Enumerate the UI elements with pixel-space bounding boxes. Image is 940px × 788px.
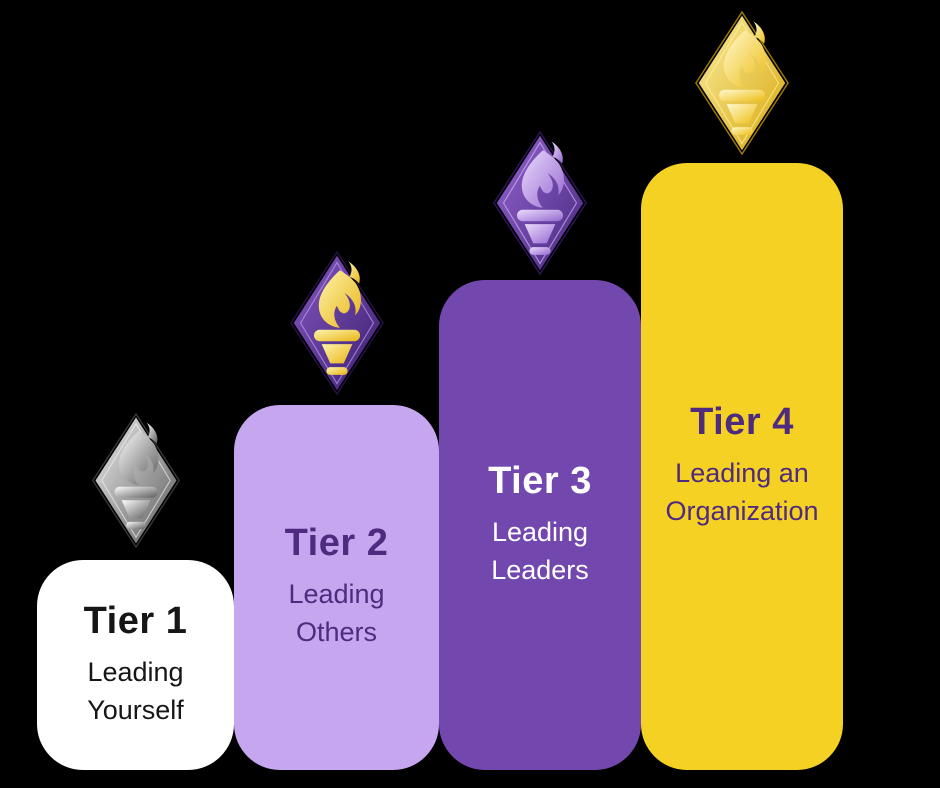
torch-cup: [524, 224, 556, 244]
diamond-shape: [496, 135, 584, 271]
tier-1-group: Tier 1 Leading Yourself: [37, 413, 234, 770]
torch-flame-tongue: [348, 261, 360, 284]
torch-base: [125, 521, 146, 530]
torch-top-bar: [718, 89, 766, 102]
tier-4-group: Tier 4 Leading an Organization: [641, 11, 843, 770]
tier-4-gold-torch-badge-icon: [695, 11, 789, 155]
tier-1-card: Tier 1 Leading Yourself: [37, 560, 234, 770]
tier-2-card: Tier 2 Leading Others: [234, 405, 439, 770]
diamond-outer-outline: [695, 11, 789, 155]
torch-icon: [718, 21, 766, 135]
tier-1-title: Tier 1: [83, 599, 188, 642]
torch-top-bar: [516, 209, 564, 222]
tier-1-subtitle: Leading Yourself: [87, 653, 184, 730]
tier-4-subtitle-line1: Leading an: [675, 458, 809, 489]
tier-1-silver-torch-badge-icon: [91, 413, 180, 548]
tier-1-subtitle-line1: Leading: [87, 656, 184, 687]
diamond-inner-outline: [100, 422, 171, 539]
diamond-inner-outline: [299, 261, 374, 385]
tier-4-subtitle-line2: Organization: [665, 496, 819, 527]
tier-2-group: Tier 2 Leading Others: [234, 251, 439, 770]
torch-top-bar: [313, 329, 360, 342]
diamond-outer-outline: [289, 251, 384, 395]
torch-base: [325, 367, 348, 375]
tier-4-subtitle: Leading an Organization: [665, 454, 818, 531]
tier-1-subtitle-line2: Yourself: [87, 694, 184, 725]
diamond-shape: [293, 255, 380, 391]
torch-base: [529, 247, 551, 255]
torch-flame: [118, 431, 158, 485]
tier-3-card: Tier 3 Leading Leaders: [439, 280, 641, 770]
diamond-outer-outline: [91, 413, 180, 548]
torch-flame: [723, 30, 766, 88]
torch-top-bar: [113, 486, 158, 498]
tier-4-card: Tier 4 Leading an Organization: [641, 163, 843, 770]
tier-2-title: Tier 2: [284, 522, 389, 565]
diamond-outer-outline: [493, 131, 587, 275]
diamond-inner-outline: [502, 141, 578, 265]
torch-flame-tongue: [551, 141, 563, 164]
tier-3-purple-torch-badge-icon: [493, 131, 587, 275]
tier-2-subtitle-line1: Leading: [288, 579, 385, 610]
torch-flame: [521, 150, 564, 208]
torch-base: [731, 127, 753, 135]
tier-3-group: Tier 3 Leading Leaders: [439, 131, 641, 770]
tier-3-title: Tier 3: [488, 459, 592, 502]
diamond-inner-outline: [704, 21, 780, 145]
tier-2-subtitle-line2: Others: [295, 617, 377, 648]
tier-2-purple-gold-torch-badge-icon: [289, 251, 384, 395]
torch-icon: [516, 141, 564, 255]
torch-flame-tongue: [753, 21, 765, 44]
tier-4-title: Tier 4: [690, 401, 794, 444]
torch-icon: [313, 261, 361, 375]
tier-3-subtitle-line2: Leaders: [491, 554, 589, 585]
torch-icon: [113, 422, 158, 530]
torch-cup: [321, 344, 352, 364]
tier-3-subtitle: Leading Leaders: [491, 513, 589, 590]
torch-flame: [318, 270, 361, 328]
tier-2-subtitle: Leading Others: [288, 575, 384, 652]
torch-cup: [121, 500, 150, 519]
diamond-shape: [698, 15, 786, 151]
torch-flame-tongue: [146, 422, 157, 444]
torch-cup: [726, 104, 758, 124]
tier-3-subtitle-line1: Leading: [491, 516, 589, 547]
